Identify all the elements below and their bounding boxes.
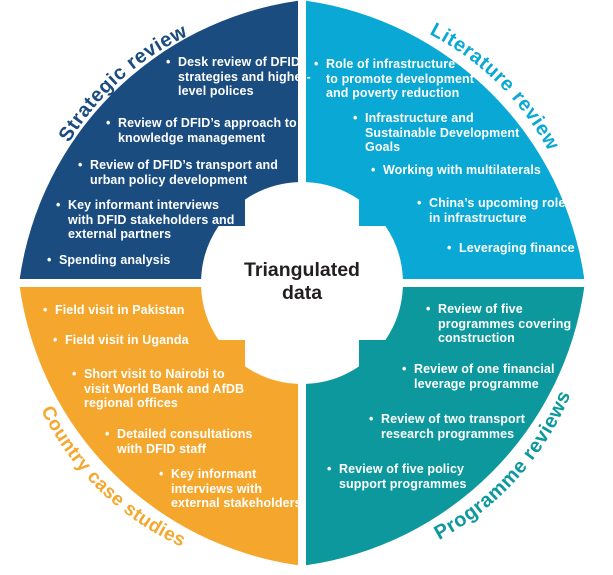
center-label: Triangulated data — [244, 259, 360, 304]
literature-review-item: Role of infrastructure to promote develo… — [314, 57, 486, 101]
country-case-studies-item: Field visit in Uganda — [53, 333, 215, 348]
literature-review-item: Leveraging finance — [447, 241, 589, 256]
programme-reviews-item: Review of five programmes covering const… — [426, 302, 588, 346]
programme-reviews-item: Review of two transport research program… — [369, 412, 546, 441]
literature-review-item: Infrastructure and Sustainable Developme… — [353, 111, 535, 155]
literature-review-item: Working with multilaterals — [371, 163, 563, 178]
country-case-studies-item: Key informant interviews with external s… — [159, 467, 321, 511]
country-case-studies-item: Detailed consultations with DFID staff — [105, 427, 267, 456]
country-case-studies-item: Short visit to Nairobi to visit World Ba… — [72, 367, 254, 411]
strategic-review-item: Desk review of DFID strategies and highe… — [166, 55, 318, 99]
country-case-studies-item: Field visit in Pakistan — [43, 303, 205, 318]
strategic-review-item: Review of DFID’s transport and urban pol… — [78, 158, 295, 187]
strategic-review-item: Key informant interviews with DFID stake… — [56, 198, 253, 242]
programme-reviews-item: Review of one financial leverage program… — [402, 362, 574, 391]
strategic-review-item: Spending analysis — [47, 253, 199, 268]
strategic-review-item: Review of DFID’s approach to knowledge m… — [106, 116, 318, 145]
programme-reviews-item: Review of five policy support programmes — [327, 462, 494, 491]
literature-review-item: China’s upcoming role in infrastructure — [417, 196, 579, 225]
